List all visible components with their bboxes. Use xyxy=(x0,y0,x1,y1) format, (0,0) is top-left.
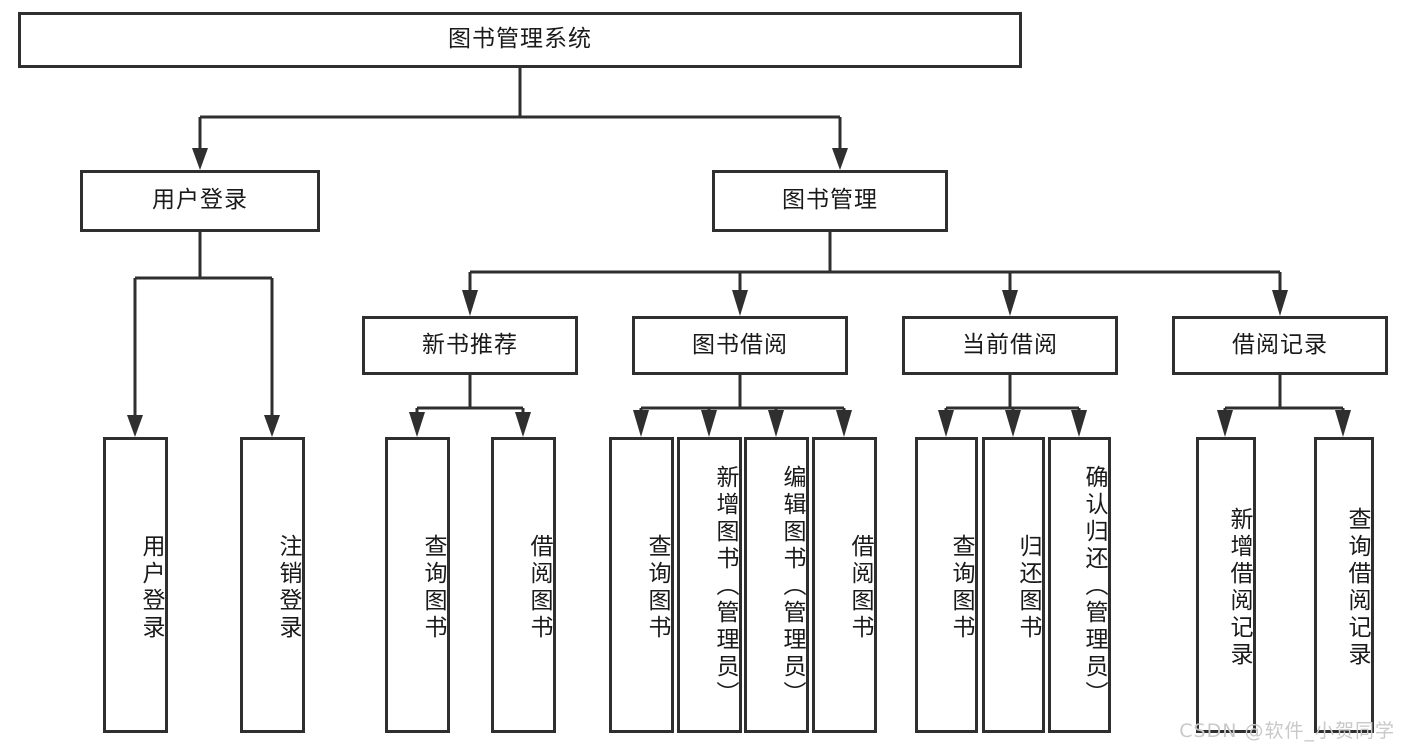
arrow-cb-leaf1 xyxy=(938,410,954,437)
arrow-to-logout-leaf xyxy=(264,415,280,437)
arrow-to-borrow-record xyxy=(1272,290,1288,316)
arrow-to-current-borrow xyxy=(1002,290,1018,316)
node-root-system[interactable]: 图书管理系统 xyxy=(18,12,1022,68)
arrow-bl-leaf1 xyxy=(633,410,649,437)
node-user-login[interactable]: 用户登录 xyxy=(80,170,320,232)
leaf-logout-label: 注销登录 xyxy=(275,534,301,642)
arrow-nb-leaf1 xyxy=(409,412,425,437)
leaf-current-confirm-return-admin[interactable]: 确认归还（管理员） xyxy=(1048,437,1111,733)
node-new-book-recommend[interactable]: 新书推荐 xyxy=(362,316,578,375)
node-root-system-label: 图书管理系统 xyxy=(448,26,592,53)
arrow-bl-leaf4 xyxy=(836,410,852,437)
leaf-current-query-book[interactable]: 查询图书 xyxy=(915,437,978,733)
node-new-book-recommend-label: 新书推荐 xyxy=(422,331,518,358)
arrow-to-user-login xyxy=(192,148,208,170)
leaf-record-add-record-label: 新增借阅记录 xyxy=(1226,507,1252,669)
leaf-current-query-book-label: 查询图书 xyxy=(948,534,974,642)
leaf-borrow-borrow-book-label: 借阅图书 xyxy=(847,534,873,642)
arrow-rc-leaf2 xyxy=(1335,410,1351,437)
arrow-cb-leaf2 xyxy=(1005,410,1021,437)
node-borrow-record-label: 借阅记录 xyxy=(1232,331,1328,358)
leaf-newbook-borrow-book[interactable]: 借阅图书 xyxy=(491,437,556,733)
leaf-borrow-edit-book-admin[interactable]: 编辑图书（管理员） xyxy=(744,437,809,733)
leaf-current-return-book-label: 归还图书 xyxy=(1015,534,1041,642)
leaf-borrow-borrow-book[interactable]: 借阅图书 xyxy=(812,437,877,733)
arrow-to-book-mgmt xyxy=(832,148,848,170)
arrow-to-new-book xyxy=(462,290,478,316)
node-book-management[interactable]: 图书管理 xyxy=(712,170,948,232)
leaf-newbook-query-book-label: 查询图书 xyxy=(420,534,446,642)
node-book-management-label: 图书管理 xyxy=(782,187,878,214)
node-book-borrow-label: 图书借阅 xyxy=(692,331,788,358)
node-book-borrow[interactable]: 图书借阅 xyxy=(632,316,848,375)
arrow-cb-leaf3 xyxy=(1071,410,1087,437)
arrow-to-book-borrow xyxy=(732,290,748,316)
node-borrow-record[interactable]: 借阅记录 xyxy=(1172,316,1388,375)
leaf-borrow-query-book-label: 查询图书 xyxy=(644,534,670,642)
leaf-user-login-label: 用户登录 xyxy=(138,534,164,642)
leaf-user-login[interactable]: 用户登录 xyxy=(103,437,168,733)
leaf-current-confirm-return-admin-label: 确认归还（管理员） xyxy=(1081,464,1107,708)
arrow-bl-leaf3 xyxy=(768,410,784,437)
leaf-borrow-query-book[interactable]: 查询图书 xyxy=(609,437,674,733)
leaf-logout[interactable]: 注销登录 xyxy=(240,437,305,733)
leaf-record-query-record-label: 查询借阅记录 xyxy=(1344,507,1370,669)
node-user-login-label: 用户登录 xyxy=(152,187,248,214)
leaf-current-return-book[interactable]: 归还图书 xyxy=(982,437,1045,733)
arrow-bl-leaf2 xyxy=(701,410,717,437)
arrow-to-user-login-leaf xyxy=(127,415,143,437)
leaf-borrow-edit-book-admin-label: 编辑图书（管理员） xyxy=(779,464,805,708)
leaf-newbook-query-book[interactable]: 查询图书 xyxy=(385,437,450,733)
leaf-borrow-add-book-admin[interactable]: 新增图书（管理员） xyxy=(677,437,742,733)
arrow-nb-leaf2 xyxy=(515,412,531,437)
arrow-rc-leaf1 xyxy=(1217,410,1233,437)
leaf-borrow-add-book-admin-label: 新增图书（管理员） xyxy=(712,464,738,708)
node-current-borrow[interactable]: 当前借阅 xyxy=(902,316,1118,375)
csdn-watermark: CSDN @软件_小贺同学 xyxy=(1179,720,1395,742)
leaf-newbook-borrow-book-label: 借阅图书 xyxy=(526,534,552,642)
leaf-record-add-record[interactable]: 新增借阅记录 xyxy=(1196,437,1256,733)
node-current-borrow-label: 当前借阅 xyxy=(962,331,1058,358)
leaf-record-query-record[interactable]: 查询借阅记录 xyxy=(1314,437,1374,733)
